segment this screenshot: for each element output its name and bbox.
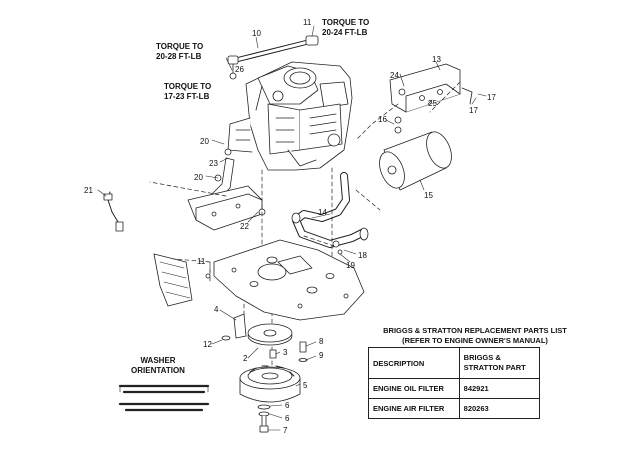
callout-20-b: 20 [194,173,203,182]
callout-23: 23 [209,159,218,168]
callout-20-a: 20 [200,137,209,146]
callout-17-b: 17 [469,106,478,115]
parts-list-header-row: DESCRIPTION BRIGGS & STRATTON PART [368,347,541,379]
engine-block [227,61,353,171]
callout-6-b: 6 [285,414,290,423]
callout-24: 24 [390,71,399,80]
callout-25: 25 [428,99,437,108]
washer-orientation-illustration [118,384,210,412]
callout-19: 19 [346,261,355,270]
callout-18: 18 [358,251,367,260]
callout-21: 21 [84,186,93,195]
callout-26: 26 [235,65,244,74]
callout-13: 13 [432,55,441,64]
callout-15: 15 [424,191,433,200]
callout-22: 22 [240,222,249,231]
callout-14: 14 [318,208,327,217]
callout-11: 11 [197,257,206,266]
exhaust-pipe [291,172,369,248]
callout-7: 7 [283,426,288,435]
muffler [379,131,452,191]
row-part-number: 842921 [458,378,541,399]
callout-10: 10 [252,29,261,38]
description-header: DESCRIPTION [368,347,460,379]
engine-mounting-plate [213,239,365,321]
callout-2: 2 [243,354,248,363]
wire-harness [103,191,124,232]
row-description: ENGINE OIL FILTER [368,378,460,399]
table-row: ENGINE AIR FILTER 820263 [368,398,541,419]
parts-list-table: DESCRIPTION BRIGGS & STRATTON PART ENGIN… [368,347,541,419]
breather-tube [227,35,319,80]
callout-9: 9 [319,351,324,360]
callout-pointers [97,25,487,431]
table-row: ENGINE OIL FILTER 842921 [368,378,541,399]
parts-list-title: BRIGGS & STRATTON REPLACEMENT PARTS LIST… [383,326,567,345]
fasteners [205,240,343,433]
row-description: ENGINE AIR FILTER [368,398,460,419]
callout-4: 4 [214,305,219,314]
callout-11-top: 11 [303,18,312,27]
callout-17-a: 17 [487,93,496,102]
callout-8: 8 [319,337,324,346]
callout-16: 16 [378,115,387,124]
clutch-assembly [239,323,301,403]
engine-brackets [187,148,266,231]
part-number-header: BRIGGS & STRATTON PART [458,347,541,379]
side-shield [153,253,193,307]
callout-12: 12 [203,340,212,349]
callout-3: 3 [283,348,288,357]
callout-5: 5 [303,381,308,390]
callout-6-a: 6 [285,401,290,410]
row-part-number: 820263 [458,398,541,419]
